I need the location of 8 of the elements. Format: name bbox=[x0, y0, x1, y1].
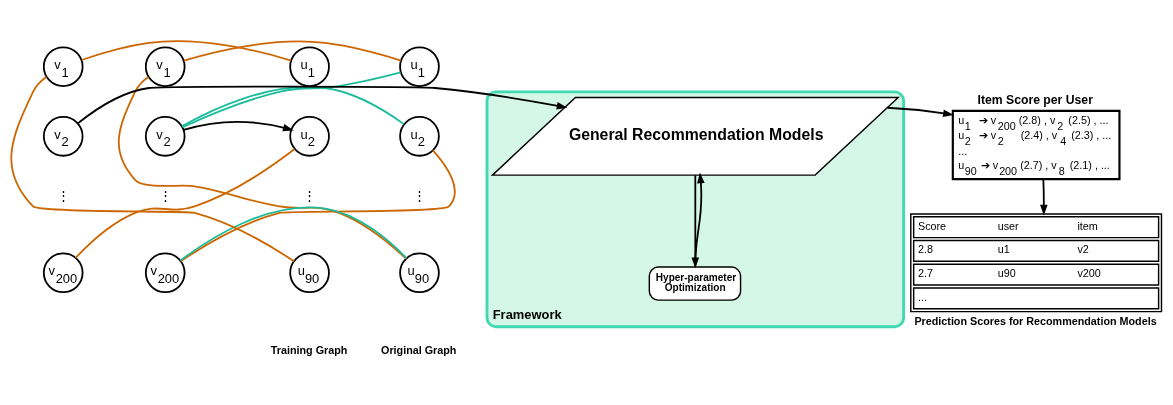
label: ⋮ bbox=[158, 186, 172, 202]
node-label: Prediction Scores for Recommendation Models bbox=[914, 314, 1157, 327]
node-label: Item Score per User bbox=[977, 92, 1093, 107]
label: Training Graph bbox=[270, 343, 348, 356]
label: ⋮ bbox=[303, 186, 317, 202]
label: ⋮ bbox=[412, 186, 426, 202]
label: ⋮ bbox=[56, 186, 70, 202]
label: Original Graph bbox=[381, 343, 457, 356]
